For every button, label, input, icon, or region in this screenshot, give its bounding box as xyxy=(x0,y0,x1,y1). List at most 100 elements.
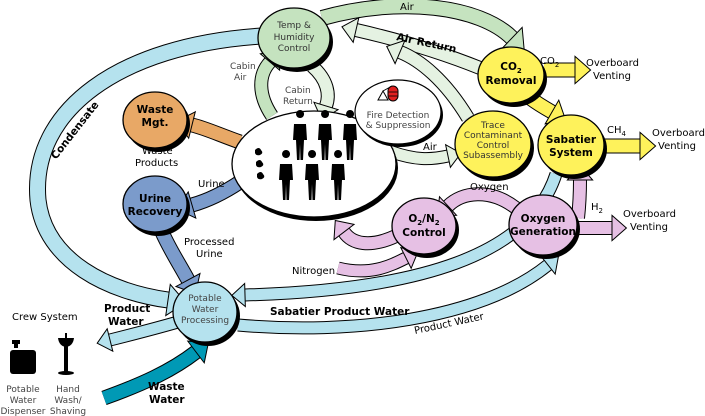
svg-text:Air: Air xyxy=(423,142,438,153)
hand-wash-sink-icon xyxy=(58,333,74,375)
svg-text:Sabatier: Sabatier xyxy=(546,134,597,146)
svg-text:Air: Air xyxy=(400,2,415,13)
svg-text:Control: Control xyxy=(477,141,510,151)
svg-text:Venting: Venting xyxy=(658,141,696,152)
svg-text:Shaving: Shaving xyxy=(50,407,86,416)
arrowhead-icon xyxy=(574,55,592,85)
crew-member-icon xyxy=(331,150,345,200)
svg-text:Dispenser: Dispenser xyxy=(1,407,46,416)
svg-text:CH4: CH4 xyxy=(607,125,627,138)
arrowhead-icon xyxy=(96,327,114,353)
crew-member-icon xyxy=(343,110,357,160)
svg-text:System: System xyxy=(549,147,593,159)
node-oxygen-generation: Oxygen Generation xyxy=(508,194,580,259)
svg-text:Temp &: Temp & xyxy=(276,21,311,31)
svg-text:Water: Water xyxy=(192,305,219,315)
svg-text:CO2: CO2 xyxy=(540,56,559,69)
svg-text:Oxygen: Oxygen xyxy=(521,213,566,225)
arrowhead-icon xyxy=(333,219,356,241)
ch4-overboard-arrow xyxy=(604,131,657,161)
svg-text:Overboard: Overboard xyxy=(652,128,705,139)
svg-text:Subassembly: Subassembly xyxy=(463,151,524,161)
product-water-left-arrow xyxy=(96,315,180,353)
node-urine-recovery: Urine Recovery xyxy=(122,175,190,236)
svg-text:Oxygen: Oxygen xyxy=(470,182,509,193)
air-top-arrow xyxy=(319,0,525,51)
svg-text:Water: Water xyxy=(149,394,185,406)
svg-text:Air: Air xyxy=(234,73,247,83)
node-trace-contaminant-control: Trace Contaminant Control Subassembly xyxy=(454,110,534,181)
nitrogen-arrow xyxy=(336,246,419,278)
arrowhead-icon xyxy=(444,143,462,169)
arrowhead-icon xyxy=(231,282,246,308)
svg-text:Venting: Venting xyxy=(593,71,631,82)
svg-text:Mgt.: Mgt. xyxy=(142,117,169,129)
crew-member-icon xyxy=(318,110,332,160)
svg-text:Urine: Urine xyxy=(198,179,225,190)
svg-text:& Suppression: & Suppression xyxy=(366,121,431,131)
svg-text:Potable: Potable xyxy=(6,385,40,395)
node-fire-detection: Fire Detection & Suppression xyxy=(354,79,443,147)
svg-text:Waste: Waste xyxy=(148,381,185,393)
water-dispenser-icon xyxy=(10,340,36,374)
svg-text:Control: Control xyxy=(278,44,311,54)
svg-text:Crew System: Crew System xyxy=(12,312,78,323)
flow-arrows xyxy=(29,0,657,406)
svg-text:Fire Detection: Fire Detection xyxy=(367,111,430,121)
node-o2-n2-control: O2/N2 Control xyxy=(391,197,459,258)
svg-text:Processed: Processed xyxy=(184,237,234,248)
svg-text:O2/N2: O2/N2 xyxy=(408,213,439,227)
trace-return-arrow xyxy=(386,39,474,122)
node-co2-removal: CO2 Removal xyxy=(477,46,547,107)
svg-text:Wash/: Wash/ xyxy=(54,396,82,406)
svg-text:Humidity: Humidity xyxy=(274,33,315,43)
svg-text:Removal: Removal xyxy=(486,75,537,87)
crew-figures-icon xyxy=(279,110,357,200)
product-water-bottom-arrow xyxy=(237,255,559,335)
svg-text:Trace: Trace xyxy=(480,121,505,131)
svg-text:Cabin: Cabin xyxy=(230,62,256,72)
svg-text:Hand: Hand xyxy=(56,385,80,395)
svg-text:Products: Products xyxy=(135,158,178,169)
svg-text:Product: Product xyxy=(104,303,150,315)
crew-system: Crew System Potable Water Dispenser Hand… xyxy=(1,312,87,416)
svg-text:Waste: Waste xyxy=(137,104,174,116)
node-potable-water-processing: Potable Water Processing xyxy=(172,281,240,346)
svg-text:Water: Water xyxy=(10,396,37,406)
node-sabatier-system: Sabatier System xyxy=(537,114,607,179)
svg-text:Sabatier Product Water: Sabatier Product Water xyxy=(270,306,410,318)
svg-text:Recovery: Recovery xyxy=(128,206,183,218)
svg-text:CO2: CO2 xyxy=(500,61,522,75)
duck-icons xyxy=(255,148,265,180)
air-return-arrow xyxy=(341,16,483,75)
svg-text:Potable: Potable xyxy=(188,294,222,304)
arrowhead-icon xyxy=(639,131,657,161)
svg-text:Urine: Urine xyxy=(196,249,223,260)
svg-text:H2: H2 xyxy=(591,202,603,215)
svg-text:Urine: Urine xyxy=(139,193,171,205)
svg-text:Water: Water xyxy=(108,316,144,328)
svg-text:Overboard: Overboard xyxy=(623,209,676,220)
svg-text:Venting: Venting xyxy=(630,222,668,233)
node-temp-humidity-control: Temp & Humidity Control xyxy=(257,7,333,72)
svg-text:Overboard: Overboard xyxy=(586,58,639,69)
svg-text:Nitrogen: Nitrogen xyxy=(292,266,335,277)
waste-water-arrow xyxy=(101,340,210,406)
svg-text:Contaminant: Contaminant xyxy=(464,131,523,141)
arrowhead-icon xyxy=(611,214,628,242)
svg-text:Return: Return xyxy=(283,97,313,107)
svg-text:Processing: Processing xyxy=(181,316,229,326)
svg-text:Cabin: Cabin xyxy=(285,86,311,96)
crew-member-icon xyxy=(305,150,319,200)
crew-member-icon xyxy=(293,110,307,160)
svg-text:Control: Control xyxy=(402,227,445,239)
crew-member-icon xyxy=(279,150,293,200)
arrowhead-icon xyxy=(341,16,360,44)
svg-text:Generation: Generation xyxy=(510,226,576,238)
air-to-trace-arrow xyxy=(389,143,462,169)
node-waste-mgt: Waste Mgt. xyxy=(122,91,190,152)
svg-text:Waste: Waste xyxy=(142,146,173,157)
node-crew xyxy=(231,110,398,221)
h2-overboard-arrow xyxy=(578,214,628,242)
